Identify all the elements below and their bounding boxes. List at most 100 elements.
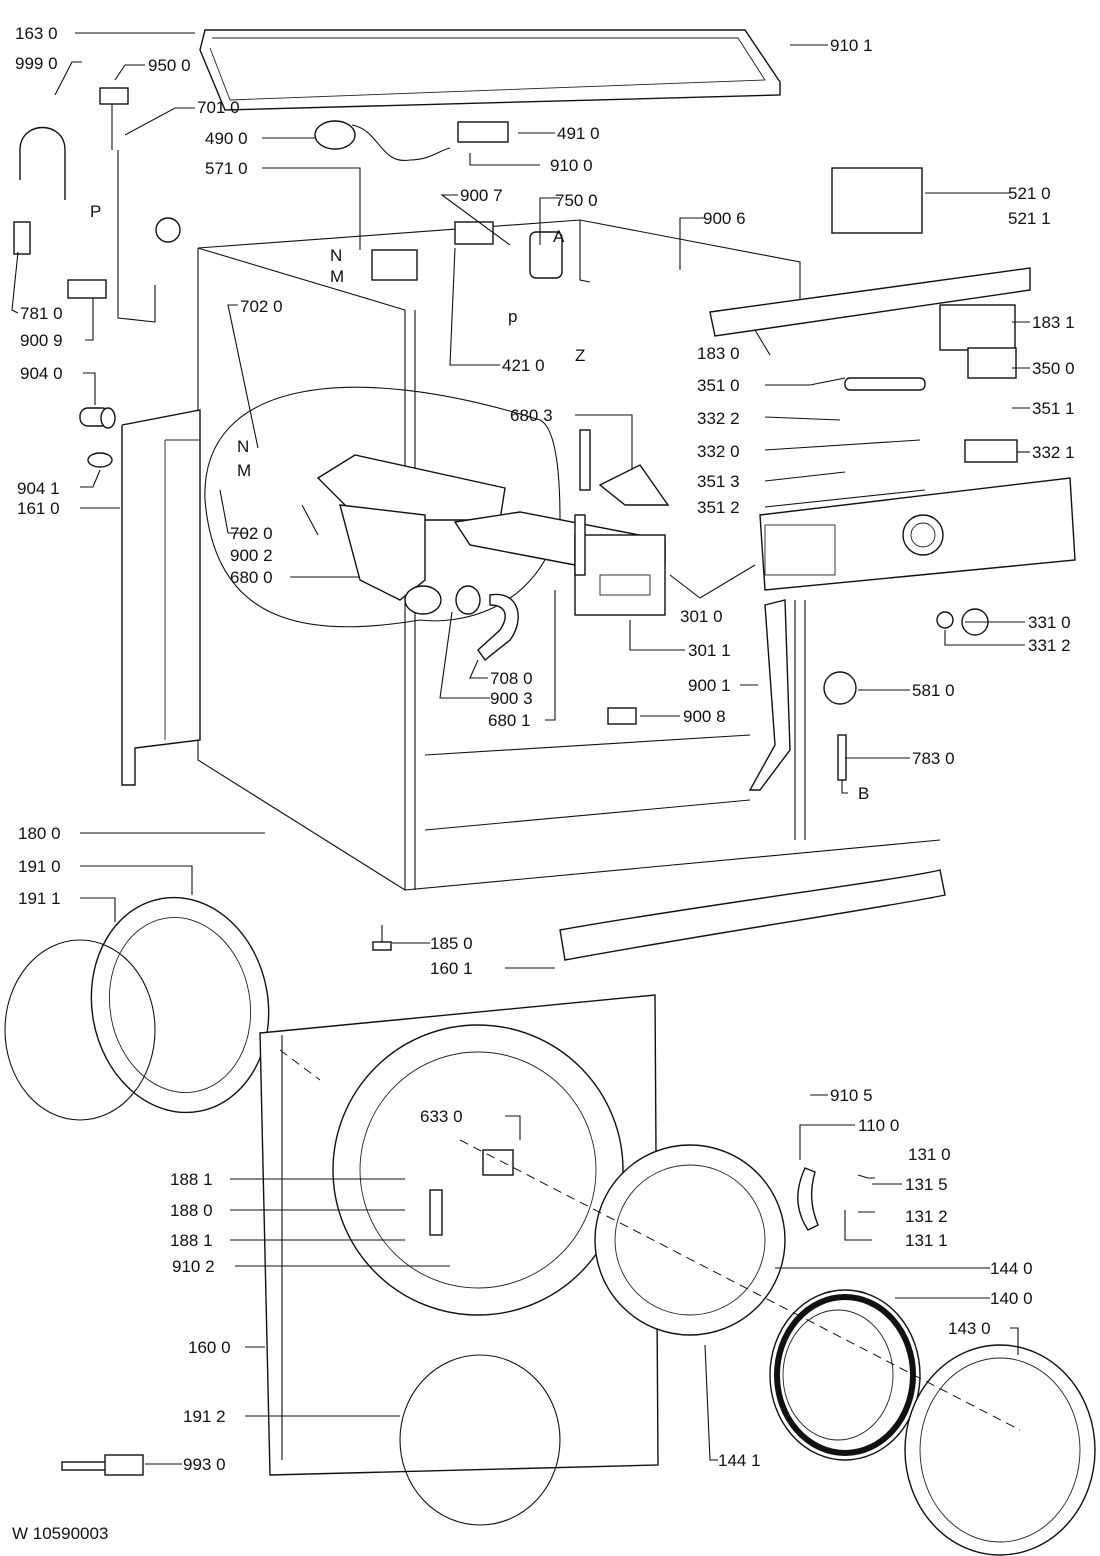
label-131-2: 131 2 (905, 1207, 948, 1226)
label-910-0: 910 0 (550, 156, 593, 175)
label-491-0: 491 0 (557, 124, 600, 143)
callout-letter-A: A (553, 227, 565, 246)
label-490-0-power-cord: 490 0 (205, 129, 248, 148)
label-900-1: 900 1 (688, 676, 731, 695)
label-351-2: 351 2 (697, 498, 740, 517)
label-188-1-lower: 188 1 (170, 1231, 213, 1250)
counterweight-part (79, 407, 116, 468)
label-351-3: 351 3 (697, 472, 740, 491)
document-id: W 10590003 (12, 1524, 109, 1543)
label-183-1: 183 1 (1032, 313, 1075, 332)
label-185-0-foot: 185 0 (430, 934, 473, 953)
inlet-valve-part (371, 249, 418, 281)
wire-harness-part (748, 599, 791, 791)
pressure-switch-part (454, 221, 494, 245)
label-140-0-door-glass: 140 0 (990, 1289, 1033, 1308)
knob-insert-part (936, 611, 954, 629)
door-glass-part (769, 1289, 921, 1461)
label-783-0: 783 0 (912, 749, 955, 768)
support-part (598, 464, 670, 506)
label-188-1-upper: 188 1 (170, 1170, 213, 1189)
label-680-3: 680 3 (510, 406, 553, 425)
dispenser-drawer-part (453, 511, 666, 616)
label-163-0-top-cover: 163 0 (15, 24, 58, 43)
label-900-8: 900 8 (683, 707, 726, 726)
callout-letter-B: B (858, 784, 870, 803)
label-702-0-bottom: 702 0 (230, 524, 273, 543)
callout-letter-M-heater: M (237, 461, 252, 480)
button-strip-part (844, 377, 926, 391)
label-680-1: 680 1 (488, 711, 531, 730)
label-331-2: 331 2 (1028, 636, 1071, 655)
label-781-0: 781 0 (20, 304, 63, 323)
label-581-0-timer: 581 0 (912, 681, 955, 700)
label-332-1: 332 1 (1032, 443, 1075, 462)
control-panel-part (759, 477, 1076, 591)
label-904-1: 904 1 (17, 479, 60, 498)
label-701-0: 701 0 (197, 98, 240, 117)
label-191-1: 191 1 (18, 889, 61, 908)
drain-hose-part (455, 585, 519, 662)
callout-letter-Z: Z (575, 346, 586, 365)
label-144-0-door-frame: 144 0 (990, 1259, 1033, 1278)
pipe-part (574, 514, 586, 576)
control-board-part (831, 167, 923, 234)
label-421-0: 421 0 (502, 356, 545, 375)
callout-letter-p: p (508, 307, 518, 326)
label-160-1-plinth: 160 1 (430, 959, 473, 978)
label-110-0-handle: 110 0 (858, 1116, 900, 1135)
side-panel-part (121, 409, 201, 786)
gasket-strip-part (579, 429, 591, 491)
label-332-0: 332 0 (697, 442, 740, 461)
service-tool-part (61, 1454, 144, 1476)
label-993-0-service-tool: 993 0 (183, 1455, 226, 1474)
label-131-0: 131 0 (908, 1145, 951, 1164)
label-180-0-cabinet: 180 0 (18, 824, 61, 843)
label-900-6: 900 6 (703, 209, 746, 228)
label-910-5: 910 5 (830, 1086, 873, 1105)
label-351-1: 351 1 (1032, 399, 1075, 418)
label-131-5: 131 5 (905, 1175, 948, 1194)
label-900-9: 900 9 (20, 331, 63, 350)
callout-letter-N-heater: N (237, 437, 250, 456)
label-680-0-dispenser: 680 0 (230, 568, 273, 587)
callout-letter-N-valve: N (330, 246, 343, 265)
label-950-0: 950 0 (148, 56, 191, 75)
label-571-0-inlet-valve: 571 0 (205, 159, 248, 178)
label-350-0: 350 0 (1032, 359, 1075, 378)
door-frame-part (594, 1144, 786, 1336)
label-144-1: 144 1 (718, 1451, 761, 1470)
label-900-3: 900 3 (490, 689, 533, 708)
label-191-2: 191 2 (183, 1407, 226, 1426)
label-332-2: 332 2 (697, 409, 740, 428)
label-183-0-control-frame: 183 0 (697, 344, 740, 363)
power-cord-part (314, 120, 509, 161)
label-900-7: 900 7 (460, 186, 503, 205)
clip-part (607, 707, 637, 725)
outer-door-ring-part (904, 1344, 1096, 1556)
label-900-2: 900 2 (230, 546, 273, 565)
rod-part (837, 734, 847, 781)
dispenser-housing-part (316, 454, 506, 615)
label-702-0-top: 702 0 (240, 297, 283, 316)
label-910-1: 910 1 (830, 36, 873, 55)
label-904-0-counterweight: 904 0 (20, 364, 63, 383)
label-521-1-control-board: 521 1 (1008, 209, 1051, 228)
door-handle-part (797, 1167, 819, 1231)
foot-part (372, 925, 392, 951)
label-160-0-front-panel: 160 0 (188, 1338, 231, 1357)
led-board-part (967, 347, 1017, 379)
label-188-0-hinge: 188 0 (170, 1201, 213, 1220)
label-301-1-drawer: 301 1 (688, 641, 731, 660)
axis-line (279, 1049, 321, 1081)
label-633-0-door-lock: 633 0 (420, 1107, 463, 1126)
timer-part (823, 671, 857, 705)
callout-letter-M-valve: M (330, 267, 345, 286)
label-331-0-knob: 331 0 (1028, 613, 1071, 632)
door-bellows-part (4, 896, 270, 1121)
hinge-part (429, 1189, 443, 1236)
label-521-0-control-board: 521 0 (1008, 184, 1051, 203)
label-910-2: 910 2 (172, 1257, 215, 1276)
label-161-0-side-panel: 161 0 (17, 499, 60, 518)
